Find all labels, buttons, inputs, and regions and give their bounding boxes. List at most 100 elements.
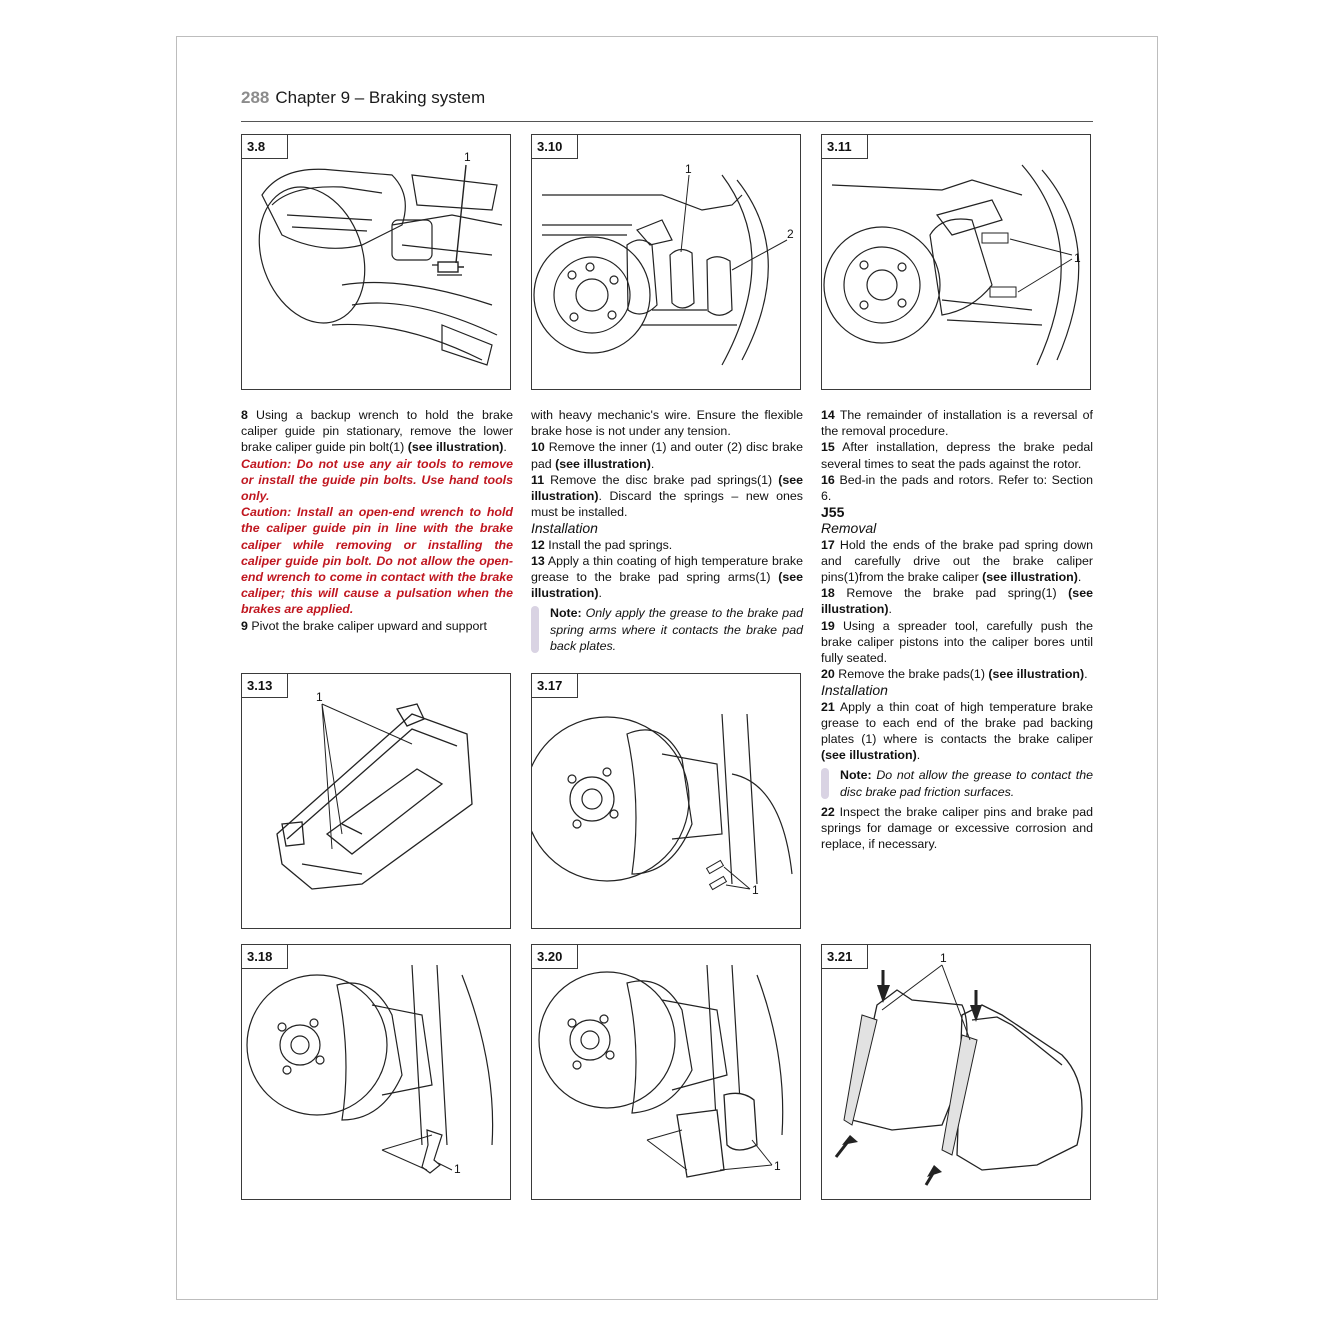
caliper-bracket-illustration: 1 — [276, 690, 473, 890]
step-11: 11 Remove the disc brake pad springs(1) … — [531, 472, 803, 521]
page-header: 288 Chapter 9 – Braking system — [241, 88, 485, 112]
step-text: Inspect the brake caliper pins and brake… — [821, 804, 1093, 852]
illustration-reference: (see illustration) — [982, 570, 1078, 585]
figure-3-8: 3.8 1 — [241, 134, 511, 390]
step-number: 21 — [821, 699, 835, 714]
step-number: 16 — [821, 472, 835, 487]
step-9-continued: with heavy mechanic's wire. Ensure the f… — [531, 408, 803, 439]
step-number: 13 — [531, 553, 545, 568]
text-column-1: 8 Using a backup wrench to hold the brak… — [241, 407, 513, 634]
callout-1: 1 — [454, 1162, 461, 1176]
note-box: Note: Do not allow the grease to contact… — [821, 767, 1093, 799]
step-14: 14 The remainder of installation is a re… — [821, 407, 1093, 439]
step-12: 12 Install the pad springs. — [531, 537, 803, 553]
step-text: Using a spreader tool, carefully push th… — [821, 618, 1093, 666]
step-text: Pivot the brake caliper upward and suppo… — [251, 618, 487, 633]
figure-label: 3.13 — [242, 674, 288, 698]
step-text: Bed-in the pads and rotors. Refer to: Se… — [821, 472, 1093, 504]
step-8: 8 Using a backup wrench to hold the brak… — [241, 408, 514, 455]
step-number: 12 — [531, 537, 545, 552]
step-text: Install the pad springs. — [548, 537, 673, 552]
step-text: The remainder of installation is a rever… — [821, 408, 1093, 439]
installation-heading: Installation — [821, 682, 888, 699]
step-text: Remove the inner (1) and outer (2) disc … — [531, 440, 804, 471]
step-17: 17 Hold the ends of the brake pad spring… — [821, 537, 1093, 585]
callout-1: 1 — [940, 951, 947, 965]
pad-backing-grease-illustration: 1 — [834, 951, 1083, 1186]
note-bar — [821, 768, 829, 799]
step-10: 10 Remove the inner (1) and outer (2) di… — [531, 440, 804, 471]
note-text: Do not allow the grease to contact the d… — [840, 768, 1094, 799]
figure-label: 3.11 — [822, 135, 868, 159]
note-label: Note: — [550, 606, 582, 621]
step-text: Remove the brake pads(1) — [838, 667, 985, 682]
step-text-tail: . Discard the springs – new ones must be… — [531, 489, 803, 520]
note-box: Note: Only apply the grease to the brake… — [531, 605, 803, 654]
step-number: 19 — [821, 618, 835, 633]
figure-3-10: 3.10 1 2 — [531, 134, 801, 390]
pad-spring-removal-illustration: 1 — [246, 964, 494, 1176]
illustration-reference: (see illustration) — [821, 748, 917, 763]
installation-heading: Installation — [531, 520, 598, 537]
step-18: 18 Remove the brake pad spring(1) (see i… — [821, 586, 1093, 617]
note-text: Only apply the grease to the brake pad s… — [550, 606, 803, 653]
figure-label: 3.20 — [532, 945, 578, 969]
illustration-reference: (see illustration) — [531, 570, 803, 601]
illustration-reference: (see illustration) — [821, 586, 1093, 617]
figure-3-11: 3.11 1 — [821, 134, 1091, 390]
step-22: 22 Inspect the brake caliper pins and br… — [821, 804, 1093, 853]
step-text: Remove the disc brake pad springs(1) — [550, 472, 773, 487]
step-number: 11 — [531, 472, 545, 487]
callout-1: 1 — [1074, 251, 1081, 265]
figure-label: 3.18 — [242, 945, 288, 969]
pad-springs-illustration: 1 — [823, 164, 1081, 366]
text-column-3: 14 The remainder of installation is a re… — [821, 407, 1093, 852]
figure-3-20: 3.20 1 — [531, 944, 801, 1200]
callout-1: 1 — [774, 1159, 781, 1173]
step-number: 20 — [821, 667, 835, 682]
step-text: Apply a thin coating of high temperature… — [531, 553, 803, 585]
callout-1: 1 — [464, 150, 471, 164]
callout-1: 1 — [316, 690, 323, 704]
step-number: 22 — [821, 804, 835, 819]
chapter-title: Chapter 9 – Braking system — [275, 88, 486, 107]
note-label: Note: — [840, 768, 872, 783]
text-column-2: with heavy mechanic's wire. Ensure the f… — [531, 407, 803, 658]
step-20: 20 Remove the brake pads(1) (see illustr… — [821, 667, 1088, 682]
figure-3-17: 3.17 1 — [531, 673, 801, 929]
step-13: 13 Apply a thin coating of high temperat… — [531, 553, 803, 601]
page-number: 288 — [241, 88, 270, 107]
caliper-pins-illustration: 1 — [532, 713, 793, 897]
step-21: 21 Apply a thin coat of high temperature… — [821, 699, 1093, 763]
figure-3-18: 3.18 1 — [241, 944, 511, 1200]
step-number: 8 — [241, 408, 248, 422]
illustration-reference: (see illustration) — [988, 667, 1085, 682]
figure-label: 3.10 — [532, 135, 578, 159]
step-text: Remove the brake pad spring(1) — [846, 586, 1057, 601]
figure-3-21: 3.21 1 — [821, 944, 1091, 1200]
callout-2: 2 — [787, 227, 794, 241]
caution-1: Caution: Do not use any air tools to rem… — [241, 456, 513, 504]
step-text: Apply a thin coat of high temperature br… — [821, 699, 1093, 747]
removal-heading: Removal — [821, 520, 877, 537]
step-16: 16 Bed-in the pads and rotors. Refer to:… — [821, 472, 1093, 504]
figure-label: 3.8 — [242, 135, 288, 159]
note-bar — [531, 606, 539, 654]
step-text: After installation, depress the brake pe… — [821, 440, 1093, 471]
step-19: 19 Using a spreader tool, carefully push… — [821, 618, 1093, 667]
figure-label: 3.21 — [822, 945, 868, 969]
figure-label: 3.17 — [532, 674, 578, 698]
step-text: Hold the ends of the brake pad spring do… — [821, 537, 1093, 585]
figure-3-13: 3.13 1 — [241, 673, 511, 929]
pads-removal-illustration: 1 — [538, 964, 784, 1178]
step-number: 18 — [821, 586, 835, 601]
callout-1: 1 — [685, 162, 692, 176]
step-number: 15 — [821, 440, 835, 455]
illustration-reference: (see illustration) — [555, 456, 651, 471]
illustration-reference: (see illustration) — [407, 440, 504, 455]
step-number: 9 — [241, 618, 248, 633]
header-rule — [241, 121, 1093, 122]
step-text: Using a backup wrench to hold the brake … — [241, 408, 514, 455]
brake-pads-illustration: 1 2 — [533, 162, 794, 366]
step-number: 17 — [821, 537, 835, 552]
